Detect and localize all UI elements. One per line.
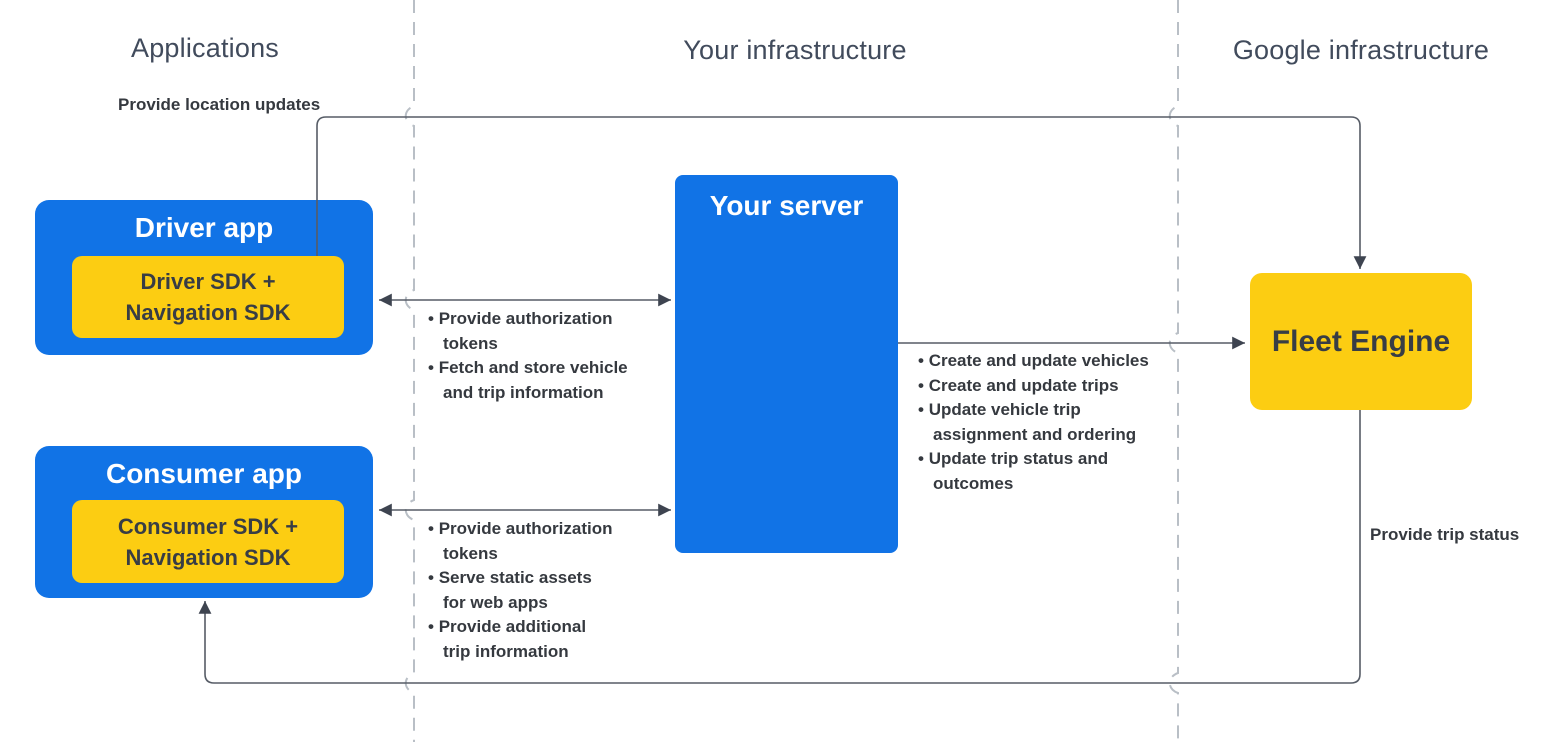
bullet-item: Update vehicle trip assignment and order… <box>918 398 1208 447</box>
provide-trip-status-label: Provide trip status <box>1370 525 1520 544</box>
your-server-title: Your server <box>709 190 864 221</box>
bullet-item: Serve static assets for web apps <box>428 566 688 615</box>
bullet-item: Create and update trips <box>918 374 1208 399</box>
consumer-server-bullet-list: Provide authorization tokensServe static… <box>428 517 688 664</box>
provide-location-updates-label: Provide location updates <box>118 95 321 114</box>
column-divider-left <box>404 0 415 742</box>
bullet-item: Provide additional trip information <box>428 615 688 664</box>
bullet-item: Provide authorization tokens <box>428 307 688 356</box>
consumer-app-title: Consumer app <box>105 458 303 489</box>
bullet-item: Provide authorization tokens <box>428 517 688 566</box>
consumer-sdk-node: Consumer SDK + Navigation SDK <box>72 500 344 583</box>
server-fleet-bullet-list: Create and update vehiclesCreate and upd… <box>918 349 1208 496</box>
your-server-node: Your server <box>675 175 898 553</box>
bullet-item: Update trip status and outcomes <box>918 447 1208 496</box>
driver-app-title: Driver app <box>134 212 274 243</box>
bullet-item: Fetch and store vehicle and trip informa… <box>428 356 688 405</box>
driver-server-bullet-list: Provide authorization tokensFetch and st… <box>428 307 688 405</box>
column-header-google-infrastructure: Google infrastructure <box>1232 35 1490 65</box>
fleet-engine-node: Fleet Engine <box>1250 273 1472 410</box>
column-header-applications: Applications <box>131 33 279 63</box>
bullet-item: Create and update vehicles <box>918 349 1208 374</box>
column-header-your-infrastructure: Your infrastructure <box>683 35 907 65</box>
driver-sdk-node: Driver SDK + Navigation SDK <box>72 256 344 338</box>
